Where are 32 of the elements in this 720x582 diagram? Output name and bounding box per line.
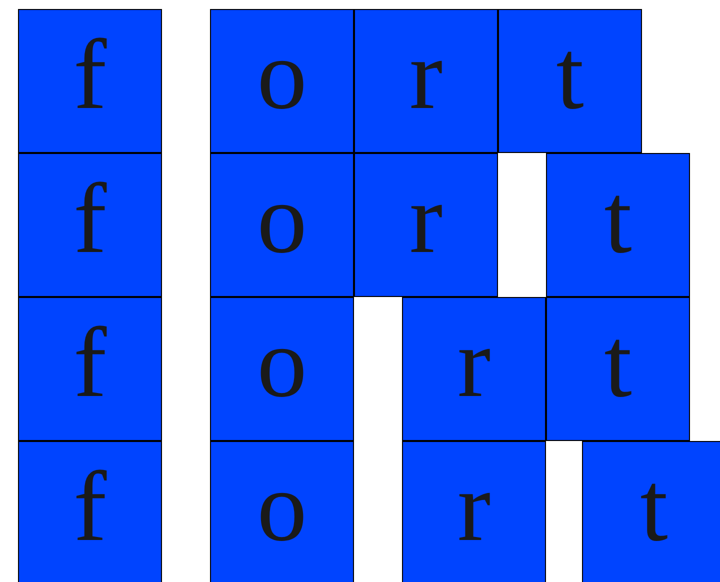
letter: o (257, 457, 307, 557)
letter-tile (18, 9, 162, 153)
letter: t (604, 169, 632, 269)
letter-tile (402, 441, 546, 582)
letter-tile (18, 153, 162, 297)
letter-tile (210, 297, 354, 441)
letter: r (409, 25, 443, 125)
letter-tile (546, 153, 690, 297)
letter-tile (18, 297, 162, 441)
letter: r (457, 313, 491, 413)
letter: t (556, 25, 584, 125)
letter: t (604, 313, 632, 413)
letter: o (257, 25, 307, 125)
letter: r (409, 169, 443, 269)
letter-tile (210, 441, 354, 582)
letter: f (73, 25, 107, 125)
letter: o (257, 313, 307, 413)
letter-tile (582, 441, 720, 582)
letter-tile (546, 297, 690, 441)
letter-tile (18, 441, 162, 582)
letter: r (457, 457, 491, 557)
letter-tile (354, 9, 498, 153)
letter: f (73, 457, 107, 557)
letter: f (73, 313, 107, 413)
letter-tile (210, 9, 354, 153)
letter-tile (210, 153, 354, 297)
letter: t (640, 457, 668, 557)
letter-tile (498, 9, 642, 153)
letter: f (73, 169, 107, 269)
letter-tile (354, 153, 498, 297)
letter-tile (402, 297, 546, 441)
letter: o (257, 169, 307, 269)
